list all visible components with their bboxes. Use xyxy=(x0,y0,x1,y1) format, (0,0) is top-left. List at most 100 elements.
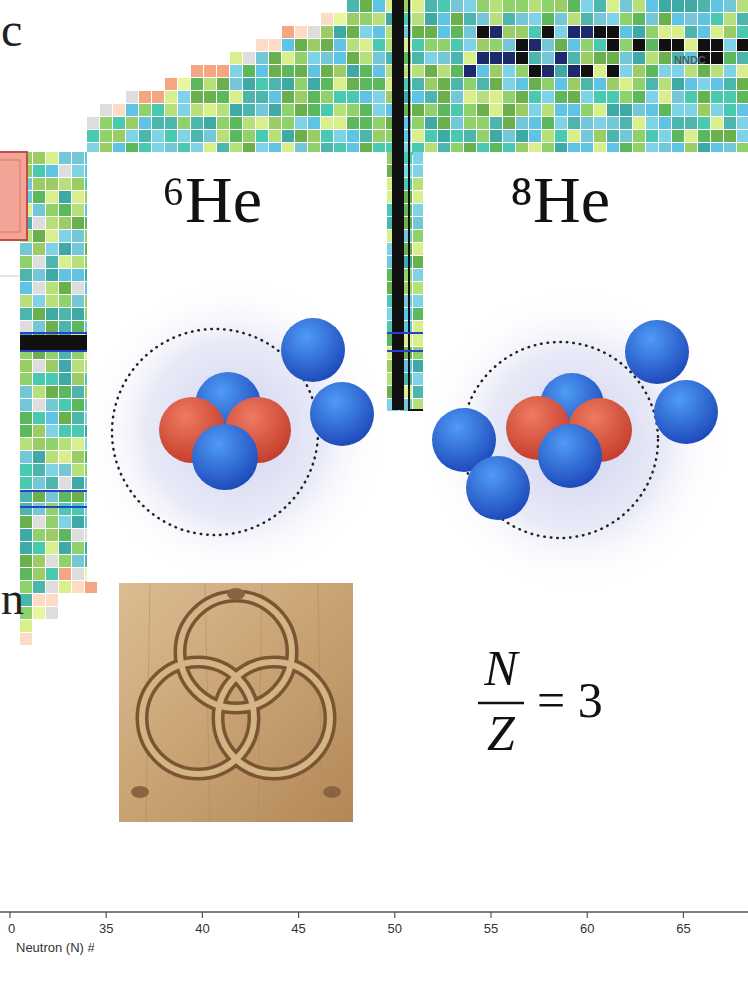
nuclide-cell xyxy=(87,130,99,142)
nuclide-cell xyxy=(516,13,528,25)
nuclide-cell xyxy=(321,65,333,77)
nuclide-cell xyxy=(59,217,71,229)
nuclide-cell xyxy=(59,568,71,580)
nuclide-cell xyxy=(46,230,58,242)
nuclide-cell xyxy=(46,386,58,398)
nuclide-cell xyxy=(737,130,748,142)
nuclide-cell xyxy=(59,308,71,320)
nuclide-cell xyxy=(594,65,606,77)
axis-tick xyxy=(587,912,588,918)
nuclide-cell xyxy=(646,104,658,116)
nuclide-cell xyxy=(711,104,723,116)
nuclide-cell xyxy=(737,78,748,90)
nuclide-cell xyxy=(490,26,502,38)
nuclide-cell xyxy=(191,91,203,103)
nuclide-cell xyxy=(529,39,541,51)
nuclide-cell xyxy=(672,78,684,90)
nuclide-cell xyxy=(555,130,567,142)
nuclide-cell xyxy=(633,13,645,25)
nuclide-cell xyxy=(72,360,84,372)
nuclide-cell xyxy=(72,321,84,333)
nuclide-cell xyxy=(152,130,164,142)
nuclide-cell xyxy=(243,130,255,142)
nuclide-cell xyxy=(20,243,32,255)
nuclide-cell xyxy=(295,91,307,103)
nuclide-cell xyxy=(451,91,463,103)
nuclide-cell xyxy=(191,130,203,142)
nuclide-cell xyxy=(59,165,71,177)
nuclide-cell xyxy=(698,0,710,12)
nuclide-cell xyxy=(282,39,294,51)
nuclide-cell xyxy=(737,0,748,12)
nuclide-cell xyxy=(672,130,684,142)
nuclide-cell xyxy=(685,104,697,116)
nuclide-cell xyxy=(256,39,268,51)
nuclide-cell xyxy=(464,52,476,64)
nuclide-cell xyxy=(503,13,515,25)
nuclide-cell xyxy=(724,117,736,129)
nuclide-cell xyxy=(217,78,229,90)
magic-number-line xyxy=(392,0,404,410)
nuclide-cell xyxy=(607,104,619,116)
nuclide-cell xyxy=(451,26,463,38)
nuclide-cell xyxy=(282,117,294,129)
nuclide-cell xyxy=(46,243,58,255)
nuclide-cell xyxy=(33,607,45,619)
nuclide-cell xyxy=(724,91,736,103)
nuclide-cell xyxy=(412,104,424,116)
cut-off-button-inner xyxy=(0,160,20,232)
nuclide-cell xyxy=(633,39,645,51)
nuclide-cell xyxy=(46,503,58,515)
nuclide-cell xyxy=(633,104,645,116)
axis-line xyxy=(0,911,748,913)
nuclide-cell xyxy=(412,13,424,25)
nuclide-cell xyxy=(59,581,71,593)
nuclide-cell xyxy=(165,78,177,90)
nuclide-cell xyxy=(20,321,32,333)
chart-cells xyxy=(20,0,748,645)
nuclide-cell xyxy=(555,26,567,38)
nuclide-cell xyxy=(698,91,710,103)
nuclide-cell xyxy=(59,477,71,489)
nuclide-cell xyxy=(542,52,554,64)
nuclide-cell xyxy=(46,360,58,372)
nuclide-cell xyxy=(46,282,58,294)
nuclide-cell xyxy=(620,65,632,77)
nuclide-cell xyxy=(72,152,84,164)
nuclide-cell xyxy=(59,360,71,372)
nuclide-cell xyxy=(373,52,385,64)
nuclide-cell xyxy=(724,65,736,77)
formula-numerator: N xyxy=(484,641,517,696)
nuclide-cell xyxy=(72,503,84,515)
nuclide-cell xyxy=(72,256,84,268)
nuclide-cell xyxy=(46,568,58,580)
axis-tick xyxy=(490,912,491,918)
nuclide-cell xyxy=(620,130,632,142)
nuclide-cell xyxy=(646,91,658,103)
isotope-title: ⁶He xyxy=(162,164,262,237)
nuclide-cell xyxy=(737,65,748,77)
nuclide-cell xyxy=(581,13,593,25)
nuclide-cell xyxy=(646,26,658,38)
borromean-rings xyxy=(142,596,330,774)
nuclide-cell xyxy=(46,269,58,281)
nuclide-cell xyxy=(555,65,567,77)
nuclide-cell xyxy=(360,0,372,12)
nuclide-cell xyxy=(646,78,658,90)
nuclide-cell xyxy=(516,52,528,64)
nuclide-cell xyxy=(412,39,424,51)
nuclide-cell xyxy=(243,91,255,103)
nuclide-cell xyxy=(503,91,515,103)
nuclide-cell xyxy=(568,39,580,51)
nuclide-cell xyxy=(46,178,58,190)
nuclide-cell xyxy=(20,399,32,411)
nuclide-cell xyxy=(724,52,736,64)
nuclide-cell xyxy=(20,386,32,398)
nuclide-cell xyxy=(46,165,58,177)
nuclide-cell xyxy=(72,308,84,320)
nuclide-cell xyxy=(503,130,515,142)
nuclide-cell xyxy=(594,104,606,116)
nuclide-cell xyxy=(269,104,281,116)
nuclide-cell xyxy=(620,39,632,51)
